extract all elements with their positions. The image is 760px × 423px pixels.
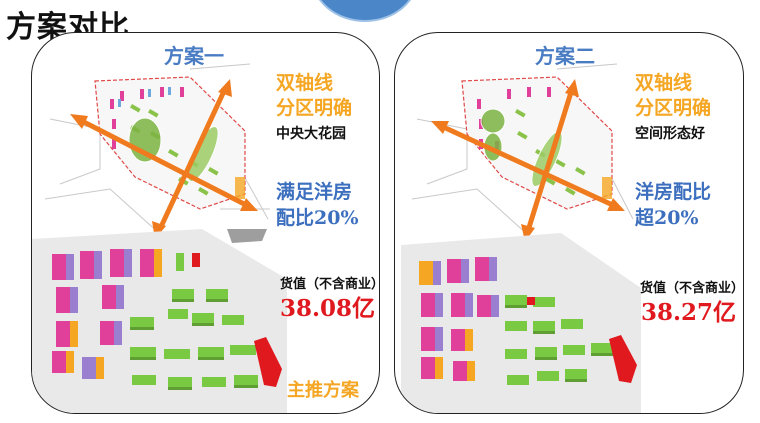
scheme-one-title: 方案一 xyxy=(164,44,224,68)
scheme-two-3d-model xyxy=(401,233,641,413)
scheme-one-feature-2: 分区明确 xyxy=(276,97,353,119)
scheme-two-value-amount: 38.27亿 xyxy=(641,299,737,326)
scheme-two-panel: 方案二 xyxy=(394,32,744,414)
scheme-two-ratio-2: 超20% xyxy=(635,207,699,229)
scheme-two-ratio-1: 洋房配比 xyxy=(635,181,712,203)
scheme-one-value-label: 货值（不含商业） xyxy=(280,277,380,292)
scheme-one-panel: 方案一 xyxy=(31,32,380,414)
scheme-two-value-label: 货值（不含商业） xyxy=(640,281,744,296)
scheme-two-site-plan xyxy=(407,59,635,244)
recommended-label: 主推方案 xyxy=(287,380,359,401)
scheme-one-feature-1: 双轴线 xyxy=(276,72,334,94)
scheme-one-ratio-1: 满足洋房 xyxy=(276,181,353,203)
scheme-one-3d-model xyxy=(32,229,287,413)
scheme-one-feature-3: 中央大花园 xyxy=(276,126,346,142)
scheme-one-value-amount: 38.08亿 xyxy=(280,295,376,322)
scheme-two-feature-3: 空间形态好 xyxy=(635,126,705,142)
scheme-two-feature-1: 双轴线 xyxy=(635,72,693,94)
scheme-one-ratio-2: 配比20% xyxy=(276,207,359,229)
scheme-two-feature-2: 分区明确 xyxy=(635,97,712,119)
scheme-two-title: 方案二 xyxy=(535,44,595,68)
scheme-one-site-plan xyxy=(40,59,270,244)
decorative-circle xyxy=(311,0,419,22)
